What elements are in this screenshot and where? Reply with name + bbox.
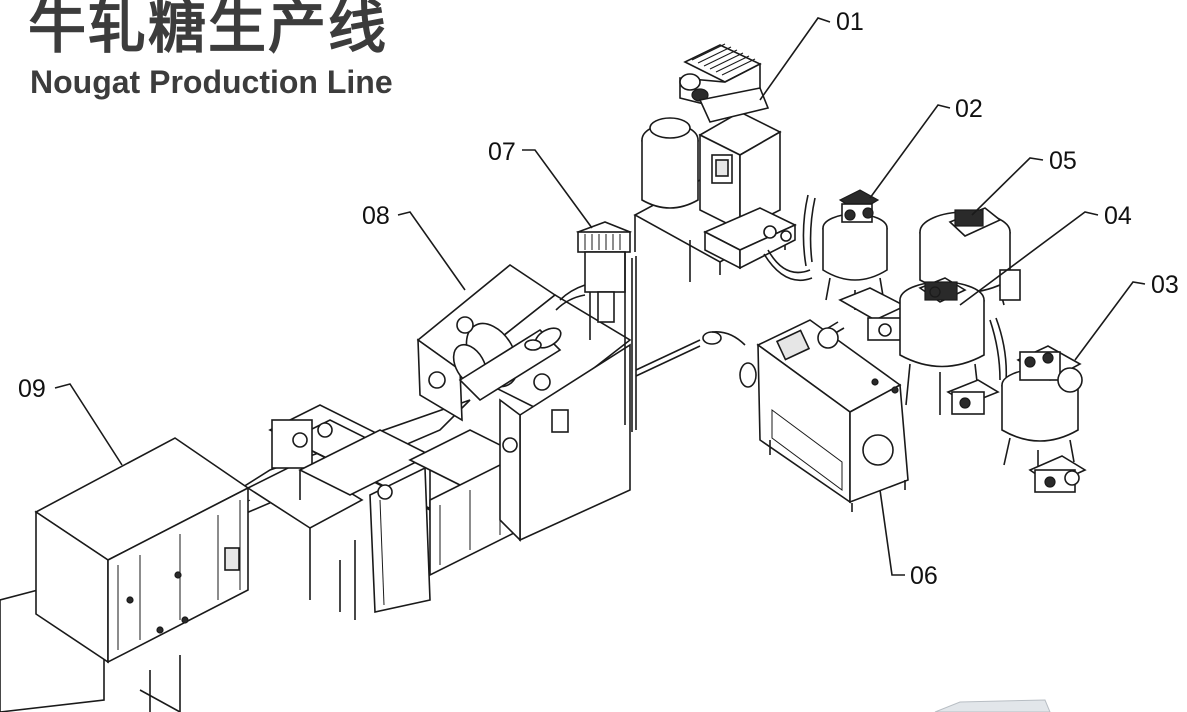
sheeting-machine-08 bbox=[268, 264, 632, 613]
callout-06: 06 bbox=[910, 562, 938, 590]
tank-05 bbox=[919, 207, 1021, 306]
tank-02 bbox=[799, 189, 909, 351]
mixing-cooker-01 bbox=[633, 43, 813, 282]
partial-device-bottom bbox=[934, 699, 1051, 712]
cooling-tunnel-09 bbox=[0, 399, 471, 712]
callout-05: 05 bbox=[1049, 147, 1077, 175]
callout-08: 08 bbox=[362, 202, 390, 230]
callout-07: 07 bbox=[488, 138, 516, 166]
callout-03: 03 bbox=[1151, 271, 1179, 299]
callout-01: 01 bbox=[836, 8, 864, 36]
callout-leaders bbox=[54, 17, 1146, 576]
feeding-hopper-07 bbox=[575, 221, 746, 432]
cabinet-06 bbox=[739, 319, 909, 512]
callout-09: 09 bbox=[18, 375, 46, 403]
tank-03 bbox=[1001, 345, 1087, 493]
tank-04 bbox=[899, 277, 1008, 415]
title-english: Nougat Production Line bbox=[30, 64, 393, 100]
title-chinese: 牛轧糖生产线 bbox=[28, 0, 389, 61]
callout-02: 02 bbox=[955, 95, 983, 123]
callout-04: 04 bbox=[1104, 202, 1132, 230]
